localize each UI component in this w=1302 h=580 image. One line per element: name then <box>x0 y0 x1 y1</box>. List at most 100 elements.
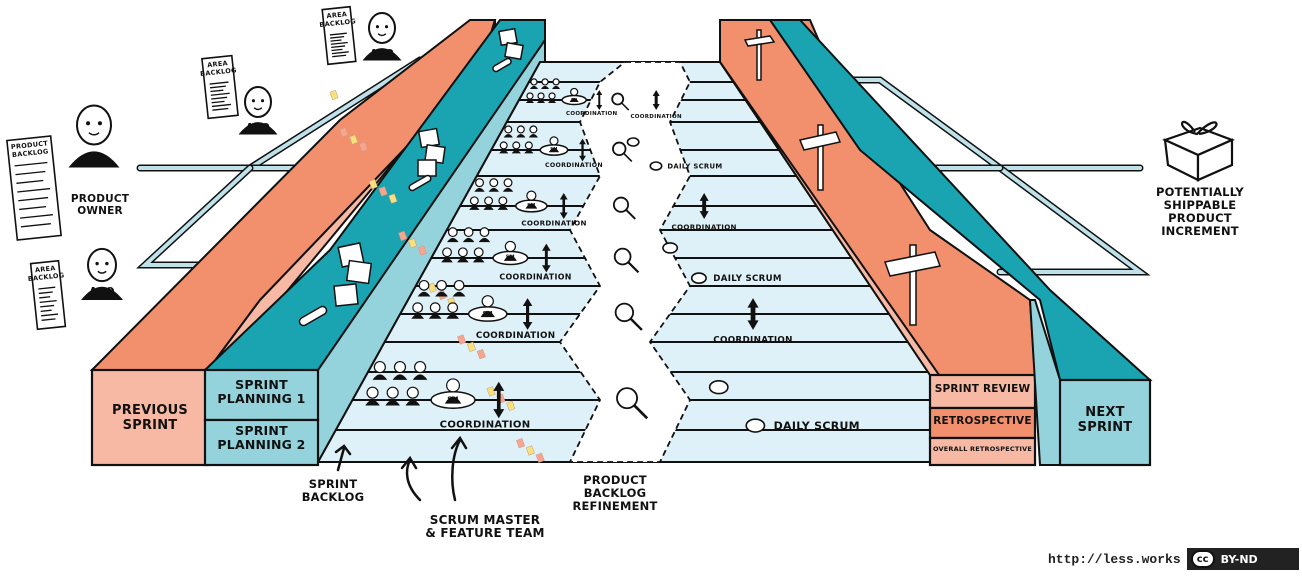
speech-bubble-icon <box>626 137 663 171</box>
sm-badge: SM <box>447 395 459 403</box>
magnifier-icon <box>614 302 643 331</box>
overall-retrospective-block <box>928 436 1037 467</box>
apo-avatar: APO <box>362 12 402 61</box>
coordination-arrow-icon <box>747 298 759 330</box>
backlog-title: BACKLOG <box>27 271 64 283</box>
footer: http://less.works cc BY-ND <box>1048 548 1299 570</box>
signpost-icon <box>798 124 842 191</box>
team-member-icon <box>503 125 513 138</box>
refinement-callout: PRODUCT BACKLOG REFINEMENT <box>572 473 658 513</box>
apo-avatar: APO <box>81 247 123 300</box>
team-member-icon <box>365 386 380 406</box>
sticky-note-icon <box>466 341 476 352</box>
sm-badge: SM <box>571 98 578 102</box>
team-member-icon <box>428 302 442 319</box>
product-owner-label: PRODUCT OWNER <box>70 193 130 217</box>
coordination-label: COORDINATION <box>440 419 531 430</box>
sm-badge: SM <box>483 311 493 317</box>
speech-bubble-icon <box>708 379 766 433</box>
coordination-arrow-icon <box>542 243 551 273</box>
daily-scrum-label: DAILY SCRUM <box>774 419 860 432</box>
coordination-arrow-icon <box>652 89 660 111</box>
team-member-icon <box>469 196 480 210</box>
team-member-icon <box>385 386 400 406</box>
sticky-note-icon <box>535 452 545 463</box>
coordination-arrow-icon <box>559 193 568 219</box>
license-badge: cc BY-ND <box>1186 548 1299 570</box>
less-works-link[interactable]: http://less.works <box>1048 551 1181 567</box>
apo-badge: APO <box>89 286 115 298</box>
team-member-icon <box>441 247 453 263</box>
callout-arrows <box>334 435 468 502</box>
backlog-title: AREA <box>207 59 228 69</box>
team-member-icon <box>548 92 557 104</box>
backlog-title: PRODUCT <box>11 139 49 151</box>
team-member-icon <box>511 141 521 154</box>
sprint-review-label: SPRINT REVIEW <box>934 383 1031 395</box>
coordination-label: COORDINATION <box>499 273 571 282</box>
arrow-icon <box>400 455 422 502</box>
coordination-label: COORDINATION <box>671 222 736 231</box>
team-member-icon <box>478 227 491 243</box>
team-member-icon <box>457 247 469 263</box>
coordination-label: COORDINATION <box>566 111 618 117</box>
sticky-note-icon <box>417 245 427 256</box>
scrum-master-icon: SM <box>539 136 569 156</box>
team-member-icon <box>529 78 538 89</box>
backlog-title: BACKLOG <box>12 147 49 159</box>
sticky-note-icon <box>408 238 418 249</box>
next-sprint-side <box>1028 299 1061 466</box>
team-member-icon <box>462 227 475 243</box>
sprint-planning-notes <box>298 27 524 327</box>
sprint-planning-2-label: SPRINT PLANNING 2 <box>217 423 306 452</box>
coordination-arrow-icon <box>493 381 505 419</box>
signpost-icons <box>743 29 941 326</box>
scrum-master-icon: SM <box>515 190 548 213</box>
team-member-icon <box>536 92 546 104</box>
sticky-note-icon <box>339 127 349 138</box>
team-member-icon <box>435 279 448 297</box>
speech-bubble-icon <box>662 242 707 284</box>
team-member-icon <box>417 279 431 297</box>
gift-icon <box>1162 120 1235 182</box>
sticky-note-icon <box>506 400 516 412</box>
stakeholders: PRODUCTBACKLOGAREABACKLOGAPOAREABACKLOGA… <box>6 5 402 331</box>
signpost-icon <box>743 29 776 81</box>
backlog-title: AREA <box>326 10 347 20</box>
team-member-icon <box>412 360 428 380</box>
coordination-label: COORDINATION <box>630 114 682 120</box>
sprint-planning-1-block <box>203 368 320 422</box>
coordination-arrow-icon <box>699 193 709 219</box>
team-member-icon <box>525 92 534 104</box>
next-sprint-block <box>1058 378 1152 467</box>
daily-scrum-label: DAILY SCRUM <box>713 274 782 284</box>
sprint-planning-2-block <box>203 418 320 467</box>
coordination-label: COORDINATION <box>476 331 556 341</box>
signpost-icon <box>884 244 941 326</box>
team-member-icon <box>502 178 514 192</box>
retrospective-block <box>928 406 1037 440</box>
previous-sprint-label: PREVIOUS SPRINT <box>112 403 188 433</box>
team-member-icon <box>392 360 408 380</box>
team-member-icon <box>405 386 421 406</box>
scrum-master-team-callout: SCRUM MASTER & FEATURE TEAM <box>425 513 545 541</box>
sm-badge: SM <box>550 147 557 152</box>
backlog-title: BACKLOG <box>319 17 356 29</box>
arrow-icon <box>334 444 352 472</box>
scrum-master-icon: SM <box>467 295 508 322</box>
sm-badge: SM <box>527 203 536 209</box>
sticky-note-icon <box>358 141 368 152</box>
increment-label: POTENTIALLY SHIPPABLE PRODUCT INCREMENT <box>1156 185 1244 238</box>
retrospective-label: RETROSPECTIVE <box>933 415 1032 427</box>
sticky-note-icon <box>378 186 388 197</box>
daily-scrum-label: DAILY SCRUM <box>667 162 722 170</box>
team-member-icon <box>447 227 459 243</box>
team-member-icon <box>524 141 534 154</box>
sprint-backlog-stickies <box>329 89 545 463</box>
